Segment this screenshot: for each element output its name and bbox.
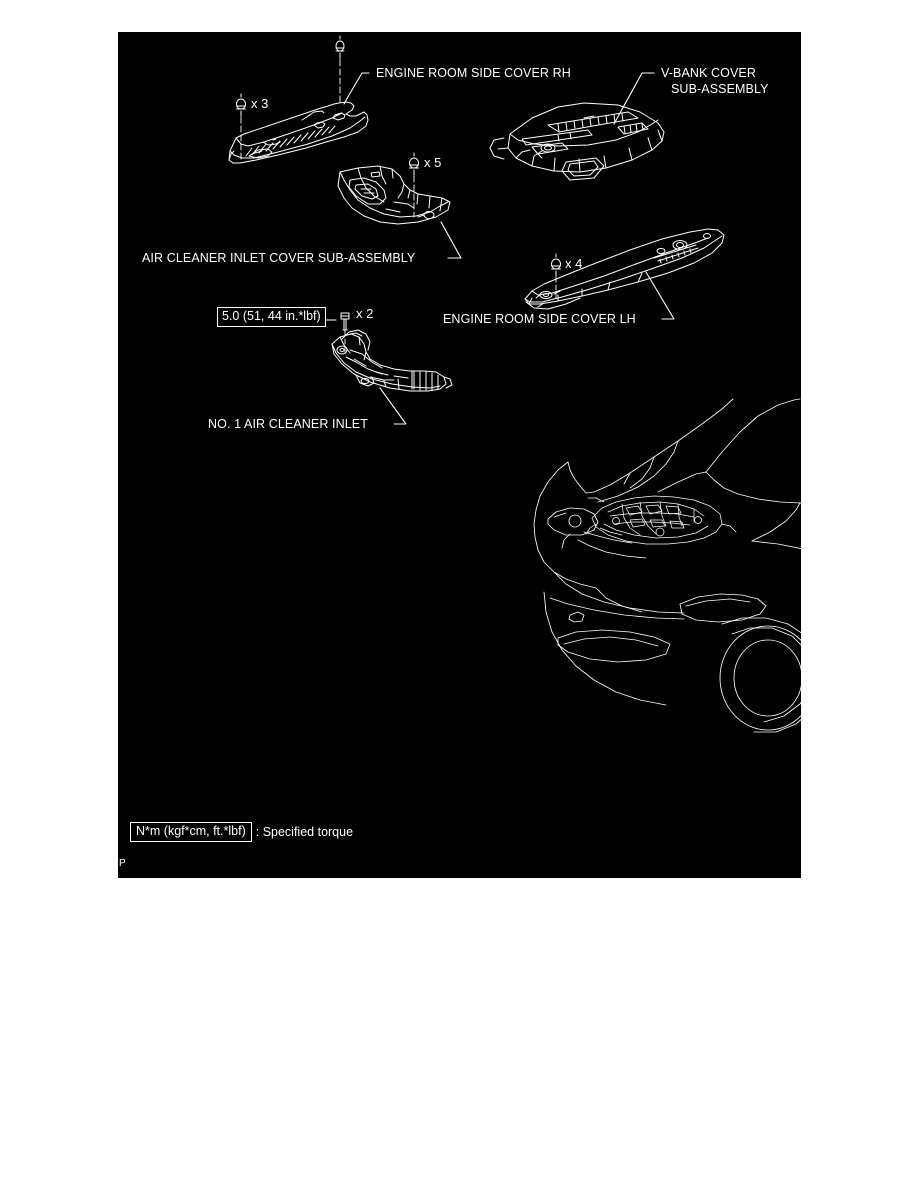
- count-label-rh-cover-clips: x 3: [251, 96, 269, 111]
- callout-v-bank-cover-line1: V-BANK COVER: [661, 66, 756, 80]
- no-1-air-cleaner-inlet-part: [331, 329, 453, 392]
- engine-room-side-cover-lh-part: [524, 228, 725, 310]
- figure-frame: ENGINE ROOM SIDE COVER RH V-BANK COVER S…: [118, 32, 801, 878]
- torque-spec-no-1-air-cleaner-inlet: 5.0 (51, 44 in.*lbf): [217, 307, 326, 327]
- callout-engine-room-side-cover-rh: ENGINE ROOM SIDE COVER RH: [376, 66, 571, 80]
- callout-v-bank-cover-line2: SUB-ASSEMBLY: [671, 82, 769, 96]
- figure-corner-mark: P: [119, 858, 126, 869]
- clip-icon-inlet-cover-x5: [409, 152, 419, 176]
- leader-air-cleaner-inlet-cover: [440, 221, 462, 259]
- torque-legend: N*m (kgf*cm, ft.*lbf) : Specified torque: [130, 822, 353, 842]
- clip-icon-rh-cover-single: [335, 35, 345, 59]
- callout-no-1-air-cleaner-inlet: NO. 1 AIR CLEANER INLET: [208, 417, 368, 431]
- callout-air-cleaner-inlet-cover: AIR CLEANER INLET COVER SUB-ASSEMBLY: [142, 251, 416, 265]
- v-bank-cover-part: [489, 102, 665, 181]
- clip-icon-rh-cover-x3: [236, 93, 246, 117]
- leader-engine-room-side-cover-lh: [645, 271, 675, 320]
- air-cleaner-inlet-cover-part: [337, 165, 451, 225]
- callout-engine-room-side-cover-lh: ENGINE ROOM SIDE COVER LH: [443, 312, 636, 326]
- engine-room-side-cover-rh-part: [228, 101, 369, 164]
- count-label-air-cleaner-inlet-bolts: x 2: [356, 306, 374, 321]
- torque-legend-caption: : Specified torque: [255, 824, 354, 839]
- clip-icon-lh-cover-x4: [551, 253, 561, 277]
- leader-engine-room-side-cover-rh: [343, 72, 370, 105]
- leader-v-bank-cover: [613, 72, 655, 125]
- count-label-lh-cover-clips: x 4: [565, 256, 583, 271]
- count-label-inlet-cover-clips: x 5: [424, 155, 442, 170]
- vehicle-front-view: [533, 398, 801, 733]
- bolt-icon-air-cleaner-inlet-x2: [340, 312, 350, 331]
- component-diagram-illustration: [228, 35, 801, 733]
- leader-no-1-air-cleaner-inlet: [379, 387, 407, 425]
- torque-legend-box: N*m (kgf*cm, ft.*lbf): [130, 822, 252, 842]
